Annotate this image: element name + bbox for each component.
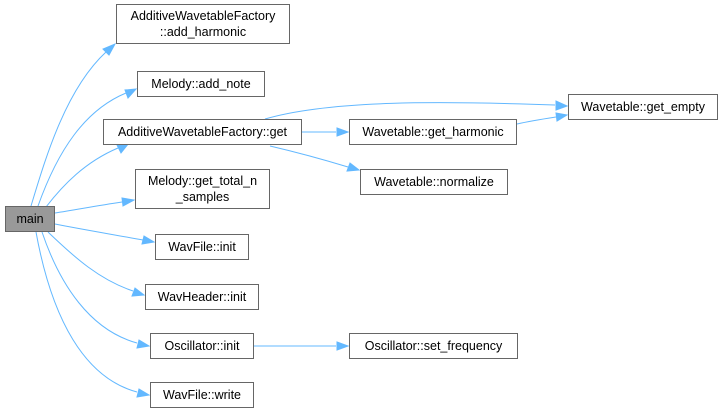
node-wavfile-init-label: WavFile::init	[168, 240, 236, 254]
node-oscillator-init-label: Oscillator::init	[164, 339, 240, 353]
node-get-total-label-line1: Melody::get_total_n	[147, 174, 258, 188]
node-add-note-label: Melody::add_note	[151, 77, 251, 91]
node-wavfile-init[interactable]: WavFile::init	[155, 234, 249, 260]
node-add-harmonic[interactable]: AdditiveWavetableFactory ::add_harmonic	[116, 4, 290, 44]
node-set-frequency[interactable]: Oscillator::set_frequency	[349, 333, 518, 359]
edge-main-to-wavfile-init	[54, 223, 144, 241]
arrow-add-note	[124, 88, 138, 99]
node-get-empty[interactable]: Wavetable::get_empty	[568, 94, 718, 120]
node-wavfile-write[interactable]: WavFile::write	[150, 382, 254, 408]
node-normalize-label: Wavetable::normalize	[374, 175, 494, 189]
node-get-empty-label: Wavetable::get_empty	[581, 100, 705, 114]
arrow-wavfile-init	[141, 235, 156, 245]
node-get-harmonic-label: Wavetable::get_harmonic	[362, 125, 504, 139]
node-get-harmonic[interactable]: Wavetable::get_harmonic	[349, 119, 517, 145]
node-add-harmonic-label-line2: ::add_harmonic	[159, 25, 247, 39]
node-factory-get-label: AdditiveWavetableFactory::get	[117, 125, 288, 139]
arrow-get-harmonic	[336, 127, 350, 137]
arrow-get-empty-from-get	[555, 100, 569, 111]
edge-main-to-factory-get	[45, 147, 119, 208]
node-set-frequency-label: Oscillator::set_frequency	[364, 339, 503, 353]
node-main: main	[5, 206, 55, 232]
edge-main-to-get-total	[54, 201, 123, 214]
node-oscillator-init[interactable]: Oscillator::init	[150, 333, 254, 359]
node-get-total-label-line2: _samples	[175, 190, 230, 204]
arrow-get-empty-from-harmonic	[555, 112, 569, 122]
node-factory-get[interactable]: AdditiveWavetableFactory::get	[103, 119, 302, 145]
arrow-wavfile-write	[136, 388, 151, 398]
arrow-set-frequency	[336, 341, 350, 351]
edge-main-to-wavfile-write	[35, 231, 138, 393]
node-wavheader-init-label: WavHeader::init	[157, 290, 247, 304]
edge-main-to-add-harmonic	[30, 51, 107, 207]
node-wavheader-init[interactable]: WavHeader::init	[145, 284, 259, 310]
edge-factory-get-to-normalize	[269, 145, 349, 168]
arrow-get-total	[121, 197, 136, 207]
node-normalize[interactable]: Wavetable::normalize	[360, 169, 508, 195]
arrow-wavheader-init	[131, 287, 146, 297]
arrow-add-harmonic	[102, 42, 117, 56]
edge-main-to-oscillator-init	[41, 231, 138, 344]
node-get-total-n-samples[interactable]: Melody::get_total_n _samples	[135, 169, 270, 209]
arrow-oscillator-init	[136, 339, 151, 349]
node-main-label: main	[16, 212, 44, 226]
edge-main-to-wavheader-init	[47, 231, 134, 292]
edge-main-to-add-note	[37, 92, 127, 207]
node-add-note[interactable]: Melody::add_note	[137, 71, 265, 97]
node-wavfile-write-label: WavFile::write	[162, 388, 241, 402]
node-add-harmonic-label-line1: AdditiveWavetableFactory	[130, 9, 276, 23]
arrow-normalize	[346, 162, 361, 172]
edge-factory-get-to-get-empty	[264, 102, 556, 120]
edge-get-harmonic-to-get-empty	[516, 116, 557, 125]
